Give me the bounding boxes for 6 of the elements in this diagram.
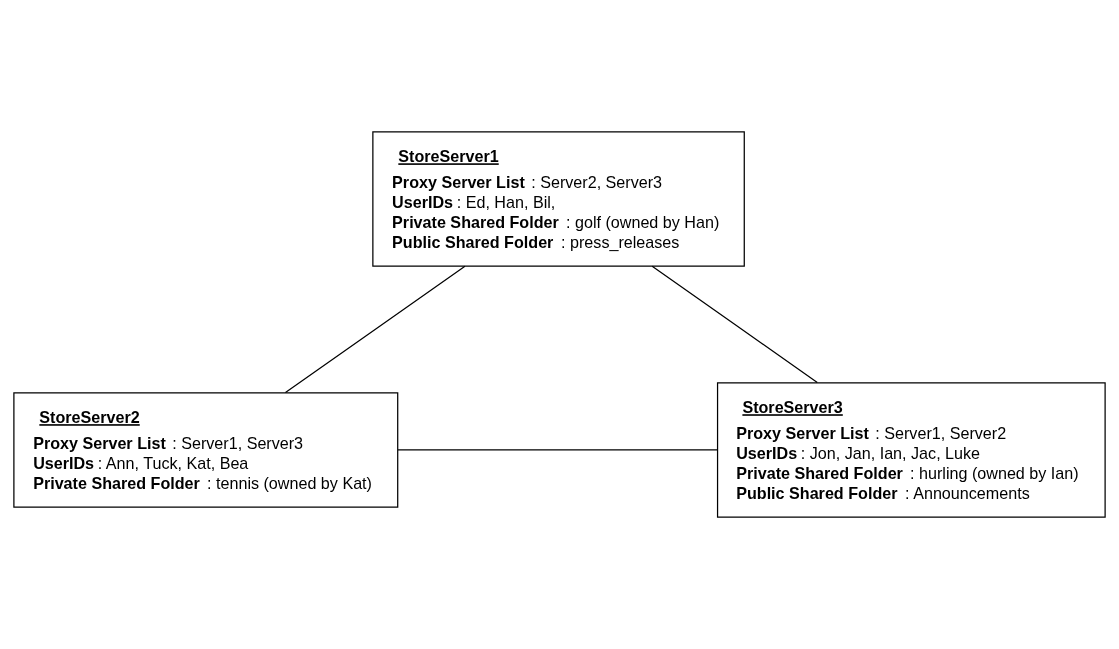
node-box: StoreServer2 Proxy Server List: Server1, Server3 UserIDs: Ann, Tuck, Kat, Bea Private Shared Folder: tennis (owned by Kat): [13, 392, 399, 508]
node-box: StoreServer1 Proxy Server List: Server2, Server3 UserIDs: Ed, Han, Bil, Private Shared Folder: golf (owned by Han) Public Shared Folder: press_releases: [372, 131, 745, 267]
connector: [397, 449, 718, 451]
connector: [284, 265, 466, 394]
connector: [651, 265, 818, 384]
node-box: StoreServer3 Proxy Server List: Server1, Server2 UserIDs: Jon, Jan, Ian, Jac, Luke Private Shared Folder: hurling (owned by Ian) Public Shared Folder: Announcements: [716, 382, 1106, 518]
